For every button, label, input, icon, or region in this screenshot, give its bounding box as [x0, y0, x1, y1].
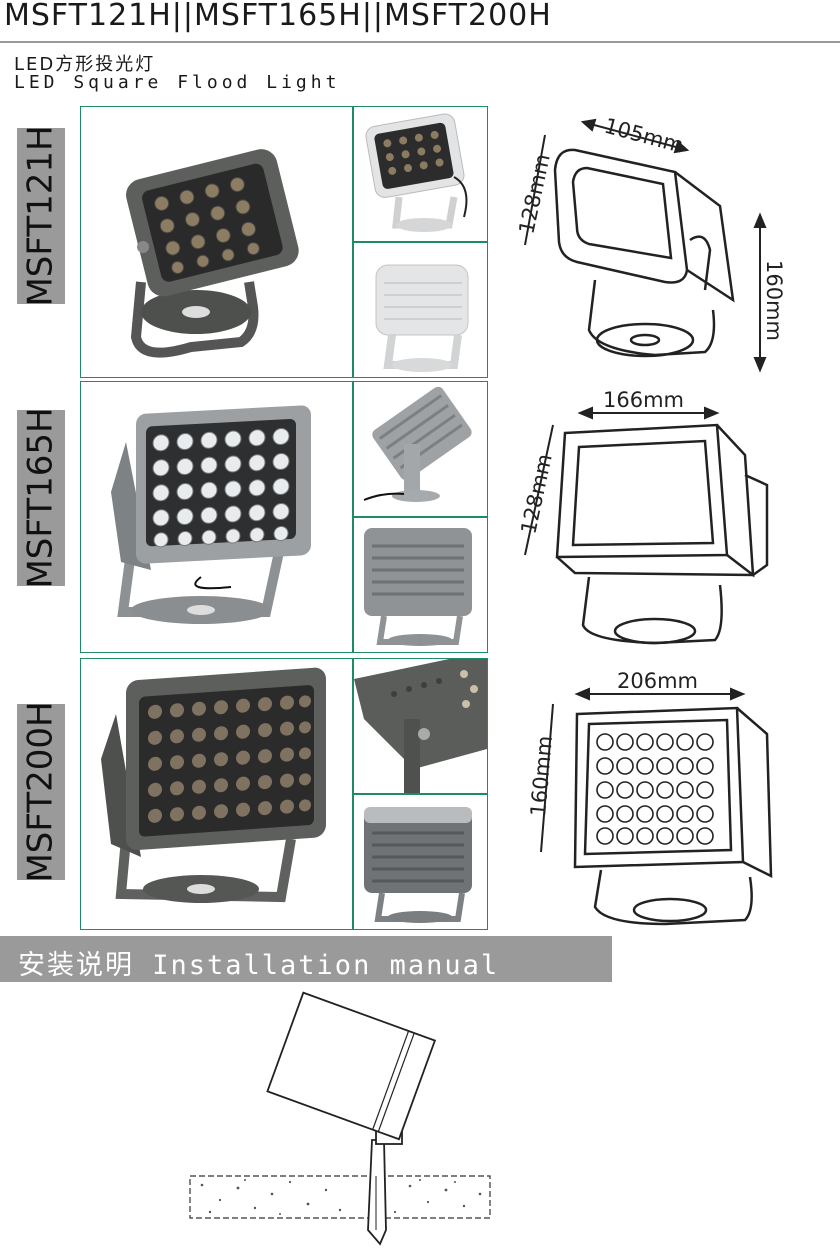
width-dimension: 105mm: [602, 114, 686, 158]
width-dimension: 206mm: [617, 669, 698, 693]
model-label-msft200h: MSFT200H: [17, 701, 65, 883]
height-dimension: 160mm: [526, 735, 557, 818]
side-photo-msft200h-side: [353, 658, 488, 794]
model-label-msft121h: MSFT121H: [17, 125, 65, 307]
installation-banner: 安装说明 Installation manual: [0, 936, 612, 982]
page-title: MSFT121H||MSFT165H||MSFT200H: [4, 0, 552, 33]
side-photo-msft200h-back: [353, 794, 488, 930]
side-photo-msft121h-back: [353, 242, 488, 378]
depth-dimension: 160mm: [762, 260, 786, 341]
main-photo-msft121h: [80, 106, 353, 378]
side-photo-msft121h-front: [353, 106, 488, 242]
model-name-text: MSFT165H: [21, 407, 62, 589]
installation-label: 安装说明 Installation manual: [18, 950, 500, 981]
side-photo-msft165h-angle: [353, 381, 488, 517]
side-photo-msft165h-back: [353, 517, 488, 653]
model-name-text: MSFT121H: [21, 125, 62, 307]
model-name-text: MSFT200H: [21, 701, 62, 883]
width-dimension: 166mm: [603, 388, 684, 412]
subtitle-english: LED Square Flood Light: [14, 72, 341, 93]
dimension-drawing-msft200h: 206mm 160mm: [505, 662, 835, 932]
dimension-drawing-msft121h: 105mm 128mm 160mm: [505, 110, 835, 380]
installation-diagram: [180, 990, 500, 1248]
height-dimension: 128mm: [514, 152, 554, 236]
title-divider: [0, 41, 840, 43]
model-label-msft165h: MSFT165H: [17, 407, 65, 589]
main-photo-msft165h: [80, 381, 353, 653]
subtitle-chinese: LED方形投光灯: [14, 54, 156, 75]
dimension-drawing-msft165h: 166mm 128mm: [505, 385, 835, 655]
main-photo-msft200h: [80, 658, 353, 930]
height-dimension: 128mm: [516, 452, 556, 536]
